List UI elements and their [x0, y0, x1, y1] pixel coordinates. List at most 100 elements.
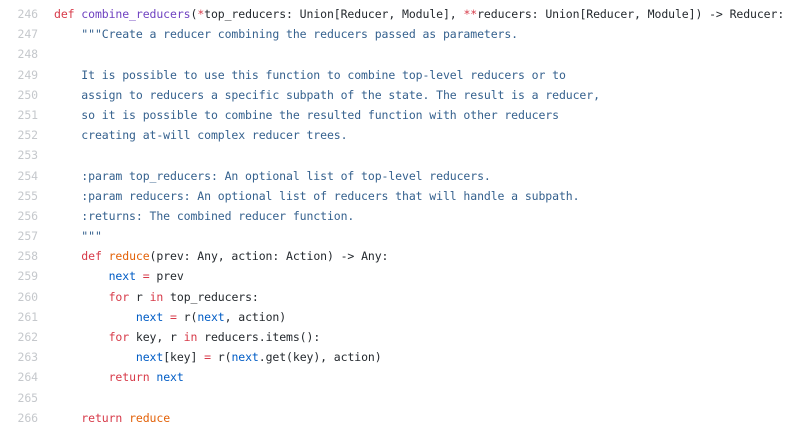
code-text: :param top_reducers: An optional list of…: [54, 166, 491, 186]
code-text: next = prev: [54, 266, 184, 286]
line-number[interactable]: 250: [17, 87, 39, 102]
code-line: 263 next[key] = r(next.get(key), action): [0, 347, 800, 367]
code-token: r(: [210, 350, 232, 365]
code-text: """Create a reducer combining the reduce…: [54, 24, 518, 44]
code-token: """Create a reducer combining the reduce…: [54, 27, 519, 42]
code-token: r: [129, 289, 150, 304]
code-text: It is possible to use this function to c…: [54, 65, 566, 85]
code-token: reduce: [108, 249, 150, 264]
line-number[interactable]: 248: [17, 47, 39, 62]
line-number[interactable]: 257: [17, 229, 39, 244]
code-line: 257 """: [0, 226, 800, 246]
code-token: [54, 370, 109, 384]
code-line: 248: [0, 44, 800, 64]
code-token: in: [183, 330, 198, 344]
code-line: 264 return next: [0, 367, 800, 387]
code-token: return: [81, 410, 123, 425]
line-number[interactable]: 259: [17, 269, 39, 284]
code-token: return: [108, 370, 150, 385]
code-text: :param reducers: An optional list of red…: [54, 186, 579, 206]
code-token: next: [197, 309, 225, 324]
code-token: [key]: [163, 350, 205, 365]
code-token: next: [135, 309, 164, 324]
code-text: assign to reducers a specific subpath of…: [54, 85, 600, 105]
code-token: reduce: [129, 410, 171, 425]
code-line: 246 def combine_reducers(*top_reducers: U…: [0, 4, 800, 24]
code-line: 247 """Create a reducer combining the re…: [0, 24, 800, 44]
line-number[interactable]: 252: [17, 128, 39, 143]
code-token: [136, 269, 143, 283]
code-line: 254 :param top_reducers: An optional lis…: [0, 166, 800, 186]
line-number[interactable]: 249: [17, 67, 39, 82]
code-token: **: [463, 7, 478, 21]
code-token: in: [149, 289, 164, 304]
code-token: combine_reducers: [81, 7, 191, 21]
line-number[interactable]: 263: [17, 350, 39, 365]
code-token: (prev: Any, action: Action) -> Any:: [149, 249, 389, 264]
code-token: , action): [224, 309, 287, 324]
code-token: =: [170, 309, 177, 324]
code-token: [54, 310, 136, 324]
code-token: .get(key), action): [258, 350, 382, 365]
code-token: def: [81, 249, 109, 264]
line-number[interactable]: 256: [17, 208, 39, 223]
code-token: creating at-will complex reducer trees.: [54, 128, 348, 143]
code-line: 249 It is possible to use this function …: [0, 65, 800, 85]
line-number[interactable]: 265: [17, 390, 39, 405]
code-block: 246 def combine_reducers(*top_reducers: U…: [0, 4, 800, 428]
code-token: [54, 330, 109, 344]
code-token: for: [108, 289, 130, 304]
code-token: prev: [149, 269, 184, 284]
code-token: assign to reducers a specific subpath of…: [54, 87, 600, 102]
line-number[interactable]: 251: [17, 107, 39, 122]
code-text: next[key] = r(next.get(key), action): [54, 347, 382, 367]
code-token: :param reducers: An optional list of red…: [54, 188, 580, 203]
line-number[interactable]: 262: [17, 330, 39, 344]
line-number[interactable]: 246: [17, 7, 39, 21]
code-line: 252 creating at-will complex reducer tre…: [0, 125, 800, 145]
code-token: *: [197, 7, 205, 21]
code-text: def reduce(prev: Any, action: Action) ->…: [54, 246, 388, 266]
code-token: r(: [176, 309, 198, 324]
code-line: 251 so it is possible to combine the res…: [0, 105, 800, 125]
code-text: """: [54, 226, 102, 246]
code-line: 258 def reduce(prev: Any, action: Action…: [0, 246, 800, 266]
line-number[interactable]: 260: [17, 289, 39, 304]
code-token: key, r: [129, 330, 184, 344]
code-token: next: [135, 350, 164, 365]
code-text: :returns: The combined reducer function.: [54, 206, 354, 226]
code-text: return next: [54, 367, 184, 387]
line-number[interactable]: 253: [17, 148, 39, 163]
code-text: return reduce: [54, 408, 170, 428]
line-number[interactable]: 261: [17, 309, 39, 324]
code-token: [163, 310, 170, 324]
code-text: for r in top_reducers:: [54, 287, 259, 307]
code-text: def combine_reducers(*top_reducers: Unio…: [54, 4, 784, 24]
code-line: 260 for r in top_reducers:: [0, 287, 800, 307]
code-token: [54, 290, 109, 304]
code-token: next: [231, 350, 259, 365]
code-line: 266 return reduce: [0, 408, 800, 428]
code-line: 255 :param reducers: An optional list of…: [0, 186, 800, 206]
code-line: 259 next = prev: [0, 266, 800, 286]
code-token: It is possible to use this function to c…: [54, 67, 566, 82]
line-number[interactable]: 266: [17, 410, 39, 425]
code-token: next: [108, 269, 136, 284]
line-number[interactable]: 247: [17, 27, 39, 42]
code-token: top_reducers:: [163, 289, 259, 304]
code-token: [54, 269, 109, 283]
code-token: [54, 249, 81, 263]
code-line: 253: [0, 145, 800, 165]
line-number[interactable]: 255: [17, 188, 39, 203]
code-token: def: [54, 7, 82, 21]
code-line: 265: [0, 388, 800, 408]
line-number[interactable]: 258: [17, 249, 39, 264]
code-token: :param top_reducers: An optional list of…: [54, 168, 491, 183]
line-number[interactable]: 254: [17, 168, 39, 183]
code-line: 261 next = r(next, action): [0, 307, 800, 327]
line-number[interactable]: 264: [17, 370, 39, 385]
code-token: next: [156, 370, 184, 385]
code-text: creating at-will complex reducer trees.: [54, 125, 347, 145]
code-line: 262 for key, r in reducers.items():: [0, 327, 800, 347]
